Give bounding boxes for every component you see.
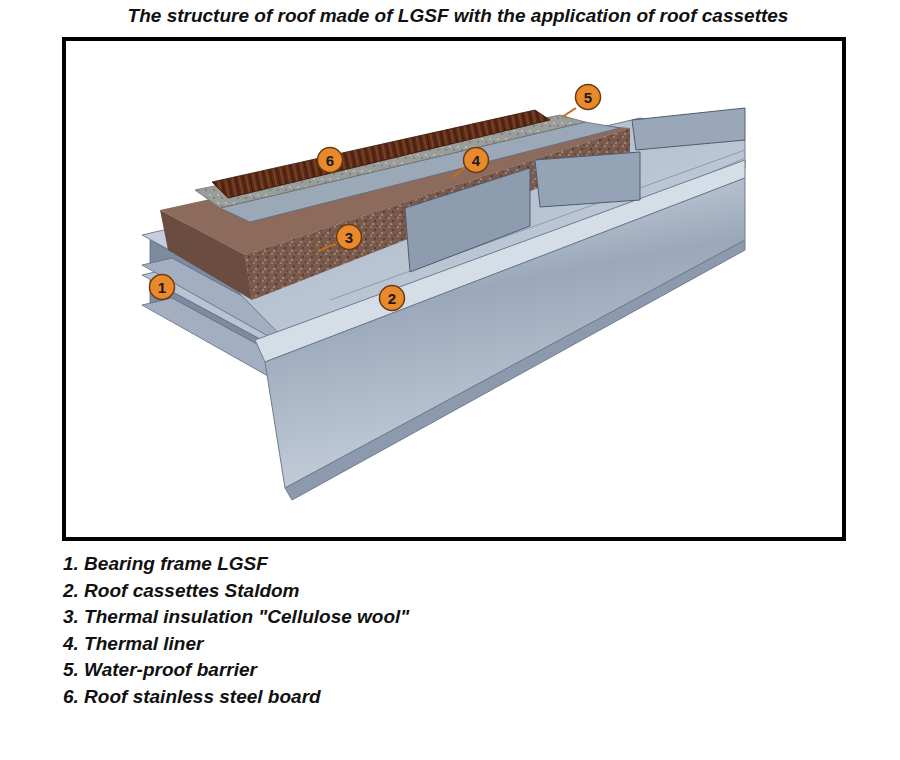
legend-line: 4. Thermal liner [63,633,203,655]
roof-board [212,110,550,198]
callout-number: 1 [148,279,176,296]
diagram-title: The structure of roof made of LGSF with … [8,5,900,27]
leader-line [318,244,335,251]
callout-circle: 5 [574,83,602,111]
legend-line: 2. Roof cassettes Staldom [63,580,300,602]
callout-circle: 1 [148,273,176,301]
water-proof-barrier [195,115,585,208]
callout-number: 4 [462,152,490,169]
rib [535,152,640,207]
channel-lip [285,240,745,500]
leader-line [562,108,576,117]
callout-circle: 2 [378,284,406,312]
leader-lines [318,108,576,251]
legend-line: 1. Bearing frame LGSF [63,553,268,575]
callout-number: 5 [574,89,602,106]
rib [405,168,530,272]
callout-number: 6 [316,152,344,169]
callout-circle: 3 [335,223,363,251]
frame [64,39,844,539]
legend-line: 6. Roof stainless steel board [63,686,321,708]
legend-line: 3. Thermal insulation "Cellulose wool" [63,606,409,628]
callout-circle: 4 [462,146,490,174]
callout-number: 2 [378,290,406,307]
rib [632,108,745,150]
legend-line: 5. Water-proof barrier [63,659,257,681]
callout-circle: 6 [316,146,344,174]
callout-number: 3 [335,229,363,246]
leader-line [452,168,464,178]
